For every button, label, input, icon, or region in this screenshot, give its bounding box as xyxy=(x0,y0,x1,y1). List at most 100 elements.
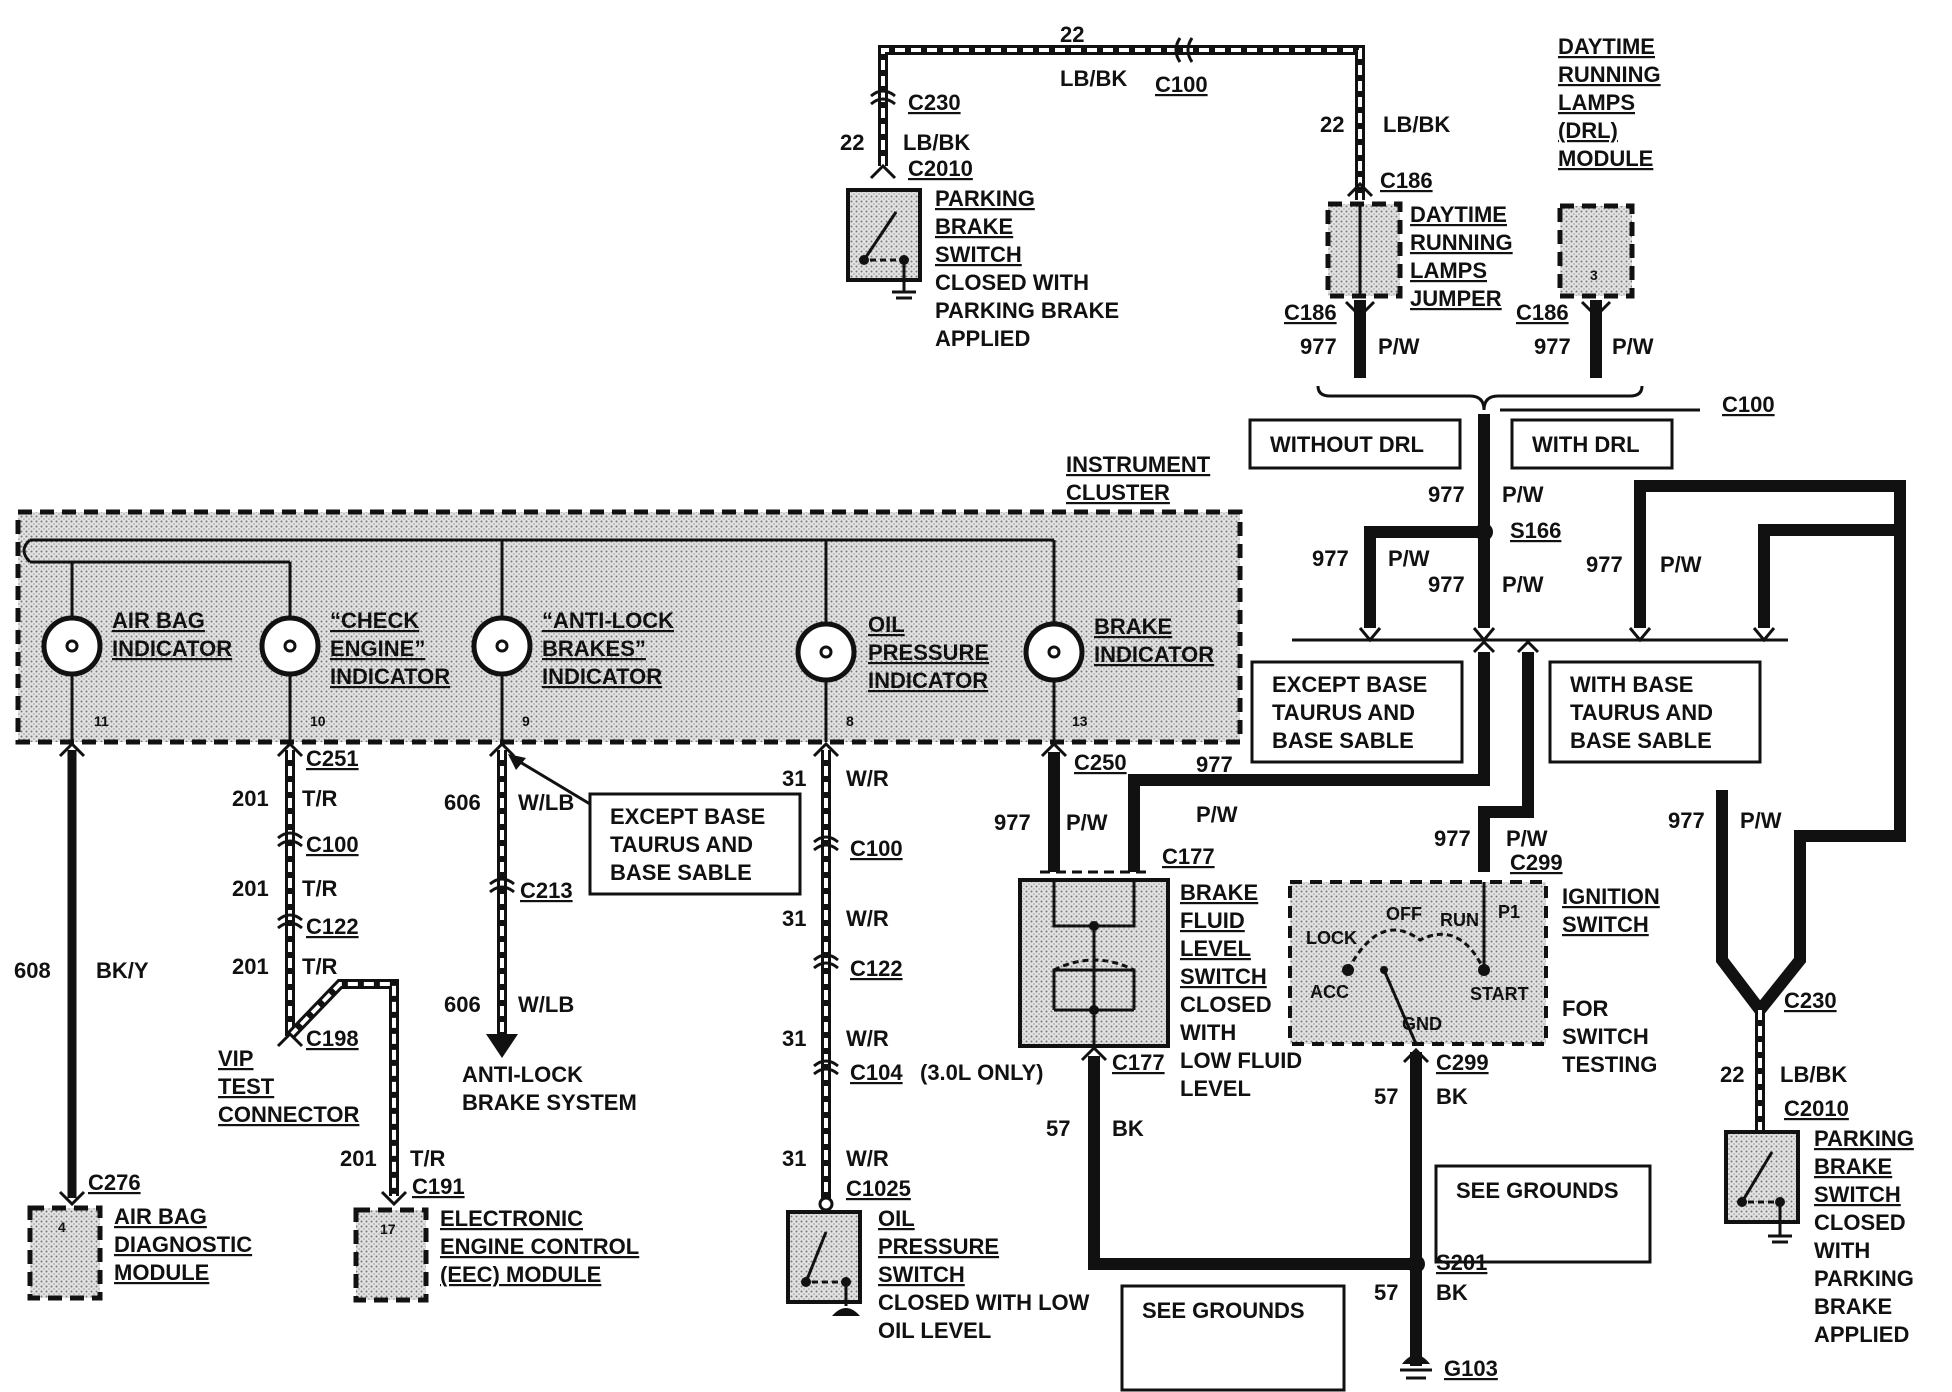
top-loop-circuit xyxy=(869,37,1374,200)
ignition-desc-2: SWITCH xyxy=(1562,1024,1649,1049)
wire-color-lbbk-right: LB/BK xyxy=(1383,112,1450,137)
eec-module-pin: 17 xyxy=(380,1221,396,1237)
indicator-airbag-label-1: AIR BAG xyxy=(112,608,205,633)
pbs-right-line-2: BRAKE xyxy=(1814,1154,1892,1179)
splice-s201-label: S201 xyxy=(1436,1250,1487,1275)
connector-c177-top: C177 xyxy=(1162,844,1215,869)
connector-c198: C198 xyxy=(306,1026,359,1051)
drl-module-title-2: RUNNING xyxy=(1558,62,1661,87)
parking-brake-switch-right xyxy=(1724,1130,1800,1244)
except-base-left-3: BASE SABLE xyxy=(610,860,752,885)
instrument-cluster-box xyxy=(15,509,1243,745)
splice-s166-label: S166 xyxy=(1510,518,1561,543)
c57-num-ign: 57 xyxy=(1374,1084,1398,1109)
connector-c104-note: (3.0L ONLY) xyxy=(920,1060,1043,1085)
vip-label-2: TEST xyxy=(218,1074,275,1099)
except-base-right-box xyxy=(1250,660,1464,764)
pw-color-pbs-right: P/W xyxy=(1740,808,1782,833)
indicator-anti-lock-label-1: “ANTI-LOCK xyxy=(542,608,674,633)
pw-num-module: 977 xyxy=(1534,334,1571,359)
c201-num-3: 201 xyxy=(232,954,269,979)
c31-num-1: 31 xyxy=(782,766,806,791)
top-wire-color: LB/BK xyxy=(1060,66,1127,91)
oil-switch-desc-2: OIL LEVEL xyxy=(878,1318,991,1343)
indicator-brake-pin: 13 xyxy=(1072,713,1088,729)
pw-color-brake-feed: P/W xyxy=(1196,802,1238,827)
ground-g103-label: G103 xyxy=(1444,1356,1498,1381)
indicator-brake-label-1: BRAKE xyxy=(1094,614,1172,639)
drl-jumper-line-3: LAMPS xyxy=(1410,258,1487,283)
indicator-airbag xyxy=(41,615,103,677)
drl-module-box xyxy=(1557,203,1635,299)
oil-switch-label-1: OIL xyxy=(878,1206,915,1231)
oil-switch-label-2: PRESSURE xyxy=(878,1234,999,1259)
ign-pos-p1: P1 xyxy=(1498,902,1520,922)
airbag-module-label-1: AIR BAG xyxy=(114,1204,207,1229)
eec-label-1: ELECTRONIC xyxy=(440,1206,583,1231)
pw-color-trunk: P/W xyxy=(1502,482,1544,507)
connector-c250: C250 xyxy=(1074,750,1127,775)
pbs-top-line-1: PARKING xyxy=(935,186,1035,211)
wire-color-lbbk-left: LB/BK xyxy=(903,130,970,155)
drl-jumper-line-1: DAYTIME xyxy=(1410,202,1507,227)
drl-jumper-line-4: JUMPER xyxy=(1410,286,1502,311)
top-wire-number: 22 xyxy=(1060,22,1084,47)
ign-pos-gnd: GND xyxy=(1402,1014,1442,1034)
ignition-switch xyxy=(1288,880,1548,1046)
abs-label-2: BRAKE SYSTEM xyxy=(462,1090,637,1115)
with-drl-box xyxy=(1510,418,1674,470)
c31-num-2: 31 xyxy=(782,906,806,931)
airbag-module-pin: 4 xyxy=(58,1219,66,1235)
connector-c230-right: C230 xyxy=(1784,988,1837,1013)
indicator-anti-lock-pin: 9 xyxy=(522,713,530,729)
c608-num: 608 xyxy=(14,958,51,983)
pbs-top-line-3: SWITCH xyxy=(935,242,1022,267)
c31-num-4: 31 xyxy=(782,1146,806,1171)
connector-c1025: C1025 xyxy=(846,1176,911,1201)
c201-color-2: T/R xyxy=(302,876,338,901)
eec-module-box xyxy=(353,1207,429,1303)
without-drl-text: WITHOUT DRL xyxy=(1270,432,1424,457)
pw-color-c250: P/W xyxy=(1066,810,1108,835)
pw-color-branch-mid: P/W xyxy=(1502,572,1544,597)
see-grounds-text-1: SEE GROUNDS xyxy=(1456,1178,1619,1203)
pw-color-drl-loop: P/W xyxy=(1660,552,1702,577)
c201-num-1: 201 xyxy=(232,786,269,811)
pbs-right-desc-2: WITH xyxy=(1814,1238,1870,1263)
vip-label-1: VIP xyxy=(218,1046,253,1071)
c201-color-3: T/R xyxy=(302,954,338,979)
ign-pos-run: RUN xyxy=(1440,910,1479,930)
c201-color-4: T/R xyxy=(410,1146,446,1171)
c606-num-2: 606 xyxy=(444,992,481,1017)
eec-label-3: (EEC) MODULE xyxy=(440,1262,601,1287)
pw-color-branch-left: P/W xyxy=(1388,546,1430,571)
wire-number-22-right: 22 xyxy=(1320,112,1344,137)
ground-g103-icon xyxy=(1400,1355,1432,1380)
see-grounds-text-2: SEE GROUNDS xyxy=(1142,1298,1305,1323)
except-base-left-2: TAURUS AND xyxy=(610,832,753,857)
cluster-title-1: INSTRUMENT xyxy=(1066,452,1211,477)
connector-c2010-right: C2010 xyxy=(1784,1096,1849,1121)
indicator-check-engine xyxy=(259,615,321,677)
except-base-right-3: BASE SABLE xyxy=(1272,728,1414,753)
connector-c186-top: C186 xyxy=(1380,168,1433,193)
airbag-module-label-2: DIAGNOSTIC xyxy=(114,1232,252,1257)
ign-pos-acc: ACC xyxy=(1310,982,1349,1002)
c57-color-bottom: BK xyxy=(1436,1280,1468,1305)
indicator-oil-label-2: PRESSURE xyxy=(868,640,989,665)
brake-fluid-label-1: BRAKE xyxy=(1180,880,1258,905)
connector-c100-top: C100 xyxy=(1155,72,1208,97)
brake-fluid-label-3: LEVEL xyxy=(1180,936,1251,961)
pw-num-brake-feed: 977 xyxy=(1196,752,1233,777)
with-base-1: WITH BASE xyxy=(1570,672,1693,697)
pbs-top-desc-3: APPLIED xyxy=(935,326,1030,351)
ignition-desc-3: TESTING xyxy=(1562,1052,1657,1077)
eec-label-2: ENGINE CONTROL xyxy=(440,1234,639,1259)
c31-num-3: 31 xyxy=(782,1026,806,1051)
connector-c2010-top: C2010 xyxy=(908,156,973,181)
connector-c186-left: C186 xyxy=(1284,300,1337,325)
drl-module-pin: 3 xyxy=(1590,267,1598,283)
c57-num-left: 57 xyxy=(1046,1116,1070,1141)
indicator-anti-lock-label-2: BRAKES” xyxy=(542,636,646,661)
